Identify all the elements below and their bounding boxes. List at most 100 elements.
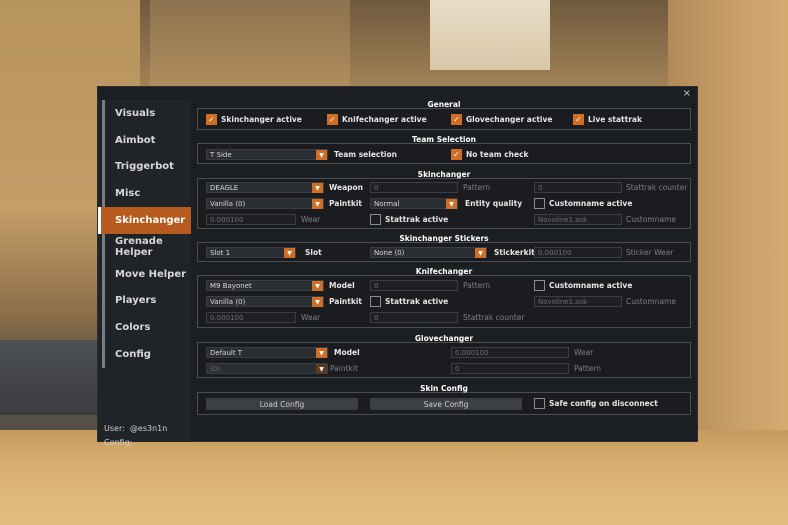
chevron-down-icon[interactable]: ▼ <box>312 281 323 291</box>
group-team-selection: Team Selection T Side ▼ Team selection ✓… <box>197 135 691 164</box>
knifechanger-active-label: Knifechanger active <box>342 115 427 124</box>
load-config-button[interactable]: Load Config <box>206 398 358 410</box>
team-select[interactable]: T Side ▼ <box>206 149 328 160</box>
sidebar-item-config[interactable]: Config <box>102 341 191 368</box>
customname-input[interactable]: Novoline1.sok <box>534 214 622 225</box>
checkbox-unchecked-icon[interactable] <box>534 398 545 409</box>
knife-stattrak-counter-input[interactable]: 0 <box>370 312 458 323</box>
stattrak-counter-label: Stattrak counter <box>626 183 688 192</box>
glove-pattern-input[interactable]: 0 <box>451 363 569 374</box>
group-title-knifechanger: Knifechanger <box>415 267 473 276</box>
customname-active-toggle[interactable]: Customname active <box>534 198 632 209</box>
sticker-wear-label: Sticker Wear <box>626 248 674 257</box>
knife-model-value: M9 Bayonet <box>210 281 252 290</box>
checkbox-unchecked-icon[interactable] <box>370 296 381 307</box>
chevron-down-icon[interactable]: ▼ <box>312 199 323 209</box>
checkbox-unchecked-icon[interactable] <box>534 198 545 209</box>
no-team-check-toggle[interactable]: ✓ No team check <box>451 149 529 160</box>
customname-label: Customname <box>626 215 677 224</box>
knife-stattrak-counter-label: Stattrak counter <box>463 313 525 322</box>
skinchanger-active-toggle[interactable]: ✓ Skinchanger active <box>206 114 302 125</box>
knife-pattern-label: Pattern <box>463 281 490 290</box>
team-select-value: T Side <box>210 150 232 159</box>
sidebar-item-visuals[interactable]: Visuals <box>102 100 191 127</box>
group-title-glovechanger: Glovechanger <box>414 334 474 343</box>
sidebar-item-misc[interactable]: Misc <box>102 180 191 208</box>
knifechanger-active-toggle[interactable]: ✓ Knifechanger active <box>327 114 427 125</box>
chevron-down-icon[interactable]: ▼ <box>284 248 295 258</box>
sidebar-item-move-helper[interactable]: Move Helper <box>102 260 191 288</box>
glove-paintkit-select[interactable]: (0) ▼ <box>206 363 328 374</box>
glove-wear-input[interactable]: 0.000100 <box>451 347 569 358</box>
knife-paintkit-select[interactable]: Vanilla (0) ▼ <box>206 296 324 307</box>
checkbox-checked-icon[interactable]: ✓ <box>573 114 584 125</box>
wear-input[interactable]: 0.000100 <box>206 214 296 225</box>
user-info: User: @es3n1n Config: <box>104 422 167 450</box>
entity-quality-select[interactable]: Normal ▼ <box>370 198 458 209</box>
sidebar-item-aimbot[interactable]: Aimbot <box>102 126 191 154</box>
cheat-menu-window: × Visuals Aimbot Triggerbot Misc Skincha… <box>97 86 698 447</box>
chevron-down-icon[interactable]: ▼ <box>316 150 327 160</box>
knife-wear-input[interactable]: 0.000100 <box>206 312 296 323</box>
safe-config-disconnect-toggle[interactable]: Safe config on disconnect <box>534 398 658 409</box>
stickerkit-select[interactable]: None (0) ▼ <box>370 247 487 258</box>
glove-model-select[interactable]: Default T ▼ <box>206 347 328 358</box>
chevron-down-icon[interactable]: ▼ <box>475 248 486 258</box>
user-value: @es3n1n <box>129 424 168 433</box>
group-glovechanger: Glovechanger Default T ▼ Model 0.000100 … <box>197 334 691 378</box>
checkbox-checked-icon[interactable]: ✓ <box>451 114 462 125</box>
group-skinchanger-stickers: Skinchanger Stickers Slot 1 ▼ Slot None … <box>197 234 691 262</box>
config-label: Config: <box>104 438 133 447</box>
sidebar-item-grenade-helper[interactable]: Grenade Helper <box>102 233 191 261</box>
background-tower <box>150 0 350 100</box>
weapon-label: Weapon <box>329 183 364 192</box>
safe-config-disconnect-label: Safe config on disconnect <box>549 399 658 408</box>
group-skinchanger: Skinchanger DEAGLE ▼ Weapon 0 Pattern 0 … <box>197 170 691 229</box>
glove-model-label: Model <box>334 348 360 357</box>
knife-pattern-input[interactable]: 0 <box>370 280 458 291</box>
sidebar: Visuals Aimbot Triggerbot Misc Skinchang… <box>98 100 191 447</box>
stattrak-active-toggle[interactable]: Stattrak active <box>370 214 448 225</box>
chevron-down-icon[interactable]: ▼ <box>312 183 323 193</box>
checkbox-checked-icon[interactable]: ✓ <box>206 114 217 125</box>
knife-stattrak-active-label: Stattrak active <box>385 297 449 306</box>
chevron-down-icon[interactable]: ▼ <box>312 297 323 307</box>
sticker-wear-input[interactable]: 0.000100 <box>534 247 622 258</box>
save-config-button[interactable]: Save Config <box>370 398 522 410</box>
no-team-check-label: No team check <box>466 150 529 159</box>
live-stattrak-toggle[interactable]: ✓ Live stattrak <box>573 114 642 125</box>
checkbox-unchecked-icon[interactable] <box>534 280 545 291</box>
team-selection-label: Team selection <box>334 150 397 159</box>
chevron-down-icon[interactable]: ▼ <box>446 199 457 209</box>
knife-customname-active-toggle[interactable]: Customname active <box>534 280 632 291</box>
knife-model-select[interactable]: M9 Bayonet ▼ <box>206 280 324 291</box>
chevron-down-icon[interactable]: ▼ <box>316 364 327 374</box>
entity-quality-value: Normal <box>374 199 400 208</box>
group-general: General ✓ Skinchanger active ✓ Knifechan… <box>197 100 691 130</box>
weapon-select-value: DEAGLE <box>210 183 239 192</box>
stattrak-counter-input[interactable]: 0 <box>534 182 622 193</box>
glove-wear-label: Wear <box>574 348 594 357</box>
sidebar-item-players[interactable]: Players <box>102 287 191 315</box>
group-title-team-selection: Team Selection <box>412 135 476 144</box>
checkbox-checked-icon[interactable]: ✓ <box>451 149 462 160</box>
pattern-label: Pattern <box>463 183 490 192</box>
sticker-slot-select[interactable]: Slot 1 ▼ <box>206 247 296 258</box>
sidebar-item-colors[interactable]: Colors <box>102 314 191 342</box>
knife-customname-active-label: Customname active <box>549 281 633 290</box>
knife-model-label: Model <box>329 281 355 290</box>
paintkit-select-value: Vanilla (0) <box>210 199 246 208</box>
checkbox-unchecked-icon[interactable] <box>370 214 381 225</box>
sidebar-item-triggerbot[interactable]: Triggerbot <box>102 153 191 181</box>
weapon-select[interactable]: DEAGLE ▼ <box>206 182 324 193</box>
sidebar-item-skinchanger[interactable]: Skinchanger <box>98 207 191 234</box>
group-title-general: General <box>427 100 461 109</box>
pattern-input[interactable]: 0 <box>370 182 458 193</box>
glovechanger-active-toggle[interactable]: ✓ Glovechanger active <box>451 114 552 125</box>
knife-stattrak-active-toggle[interactable]: Stattrak active <box>370 296 448 307</box>
close-icon[interactable]: × <box>682 88 691 99</box>
knife-customname-input[interactable]: Novoline1.sok <box>534 296 622 307</box>
checkbox-checked-icon[interactable]: ✓ <box>327 114 338 125</box>
paintkit-select[interactable]: Vanilla (0) ▼ <box>206 198 324 209</box>
chevron-down-icon[interactable]: ▼ <box>316 348 327 358</box>
